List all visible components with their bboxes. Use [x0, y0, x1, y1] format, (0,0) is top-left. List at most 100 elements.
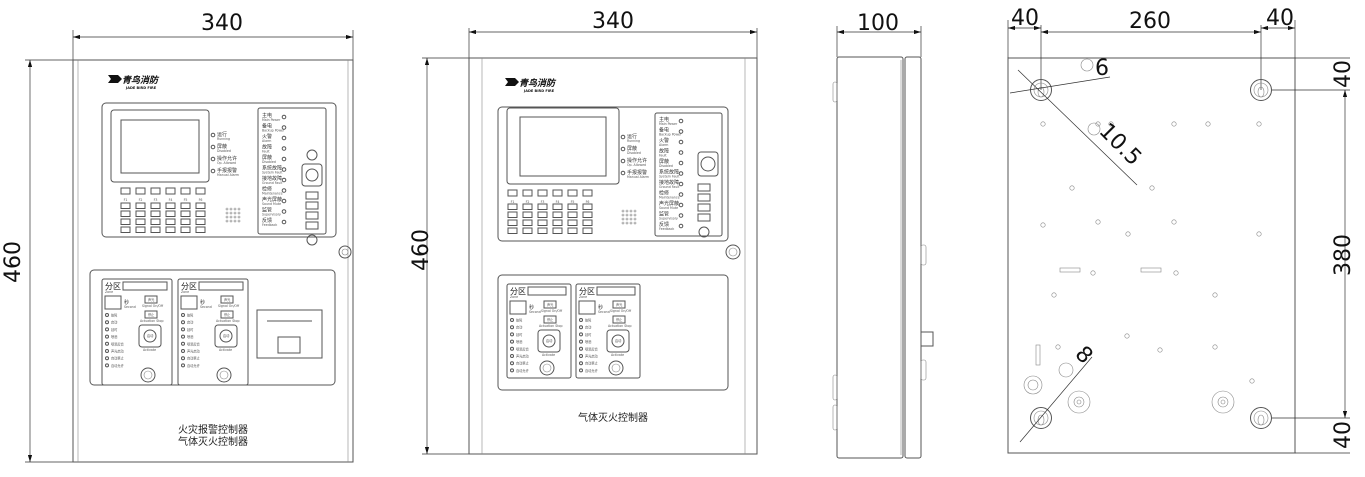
stop-button[interactable] [543, 315, 557, 324]
keypad-key[interactable] [150, 210, 161, 217]
stop-button[interactable] [220, 310, 234, 319]
keypad-key[interactable] [522, 203, 533, 210]
stop-button-label-en: Actuation Stop [216, 319, 239, 323]
keypad-key[interactable] [522, 227, 533, 234]
keypad-key[interactable] [582, 219, 593, 226]
keypad-key[interactable] [180, 218, 191, 225]
keypad-key[interactable] [195, 202, 206, 209]
keypad-key[interactable] [522, 211, 533, 218]
function-key-f6[interactable] [582, 189, 593, 197]
panel-button[interactable] [305, 201, 319, 210]
function-key-f4[interactable] [165, 187, 176, 195]
keypad-key[interactable] [507, 203, 518, 210]
keypad-key[interactable] [507, 227, 518, 234]
keypad-key[interactable] [165, 226, 176, 233]
zone-key-switch-icon[interactable] [140, 367, 156, 383]
keypad-key[interactable] [537, 227, 548, 234]
activate-button-cap[interactable] [542, 334, 556, 348]
keypad-key[interactable] [552, 219, 563, 226]
door-lock-icon[interactable] [338, 245, 352, 259]
keypad-key[interactable] [135, 218, 146, 225]
keypad-key[interactable] [195, 226, 206, 233]
keypad-key[interactable] [135, 202, 146, 209]
activate-button[interactable] [214, 324, 238, 348]
keypad-key[interactable] [567, 203, 578, 210]
panel-button[interactable] [697, 213, 711, 222]
signal-button[interactable] [144, 295, 158, 304]
activate-button[interactable] [138, 324, 162, 348]
emergency-button[interactable] [697, 151, 719, 177]
keypad-key[interactable] [180, 226, 191, 233]
activate-button-cap[interactable] [219, 329, 233, 343]
keypad-key[interactable] [135, 226, 146, 233]
function-key-f1[interactable] [507, 189, 518, 197]
keypad-key[interactable] [552, 211, 563, 218]
keypad-key[interactable] [567, 211, 578, 218]
status-led [210, 156, 216, 162]
function-key-f6[interactable] [195, 187, 206, 195]
panel-button[interactable] [305, 191, 319, 200]
stop-button-label-en: Actuation Stop [140, 319, 163, 323]
keypad-key[interactable] [567, 219, 578, 226]
panel-button[interactable] [305, 221, 319, 230]
keypad-key[interactable] [120, 226, 131, 233]
keypad-key[interactable] [507, 211, 518, 218]
activate-button[interactable] [537, 329, 561, 353]
keypad-key[interactable] [150, 202, 161, 209]
keypad-key[interactable] [537, 219, 548, 226]
function-key-f4[interactable] [552, 189, 563, 197]
function-key-f1[interactable] [120, 187, 131, 195]
keypad-key[interactable] [165, 202, 176, 209]
function-key-f3[interactable] [150, 187, 161, 195]
keypad-key[interactable] [180, 202, 191, 209]
keypad-key[interactable] [180, 210, 191, 217]
signal-button[interactable] [220, 295, 234, 304]
zone-led [105, 334, 109, 339]
keypad-key[interactable] [195, 218, 206, 225]
door-lock-icon[interactable] [725, 244, 741, 260]
indicator-led [678, 223, 684, 229]
stop-button[interactable] [144, 310, 158, 319]
keypad-key[interactable] [567, 227, 578, 234]
panel-button[interactable] [305, 211, 319, 220]
signal-button[interactable] [612, 300, 626, 309]
signal-button[interactable] [543, 300, 557, 309]
keypad-key[interactable] [195, 210, 206, 217]
silence-button[interactable] [698, 226, 710, 238]
keypad-key[interactable] [150, 218, 161, 225]
panel-button[interactable] [697, 183, 711, 192]
zone-key-switch-icon[interactable] [608, 360, 624, 376]
function-key-f5[interactable] [180, 187, 191, 195]
keypad-key[interactable] [120, 210, 131, 217]
silence-button[interactable] [306, 234, 318, 246]
keypad-key[interactable] [165, 210, 176, 217]
zone-key-switch-icon[interactable] [539, 360, 555, 376]
zone-key-switch-icon[interactable] [216, 367, 232, 383]
keypad-key[interactable] [552, 203, 563, 210]
keypad-key[interactable] [507, 219, 518, 226]
function-key-f3[interactable] [537, 189, 548, 197]
activate-button-cap[interactable] [143, 329, 157, 343]
emergency-button[interactable] [301, 163, 323, 187]
function-key-f2[interactable] [522, 189, 533, 197]
key-switch-icon[interactable] [306, 149, 318, 161]
keypad-key[interactable] [582, 203, 593, 210]
keypad-key[interactable] [522, 219, 533, 226]
keypad-key[interactable] [552, 227, 563, 234]
function-key-f2[interactable] [135, 187, 146, 195]
keypad-key[interactable] [120, 218, 131, 225]
keypad-key[interactable] [120, 202, 131, 209]
panel-button[interactable] [697, 193, 711, 202]
panel-button[interactable] [697, 203, 711, 212]
function-key-f5[interactable] [567, 189, 578, 197]
activate-button[interactable] [606, 329, 630, 353]
keypad-key[interactable] [537, 203, 548, 210]
activate-button-cap[interactable] [611, 334, 625, 348]
keypad-key[interactable] [135, 210, 146, 217]
keypad-key[interactable] [165, 218, 176, 225]
keypad-key[interactable] [150, 226, 161, 233]
keypad-key[interactable] [582, 211, 593, 218]
keypad-key[interactable] [582, 227, 593, 234]
stop-button[interactable] [612, 315, 626, 324]
keypad-key[interactable] [537, 211, 548, 218]
